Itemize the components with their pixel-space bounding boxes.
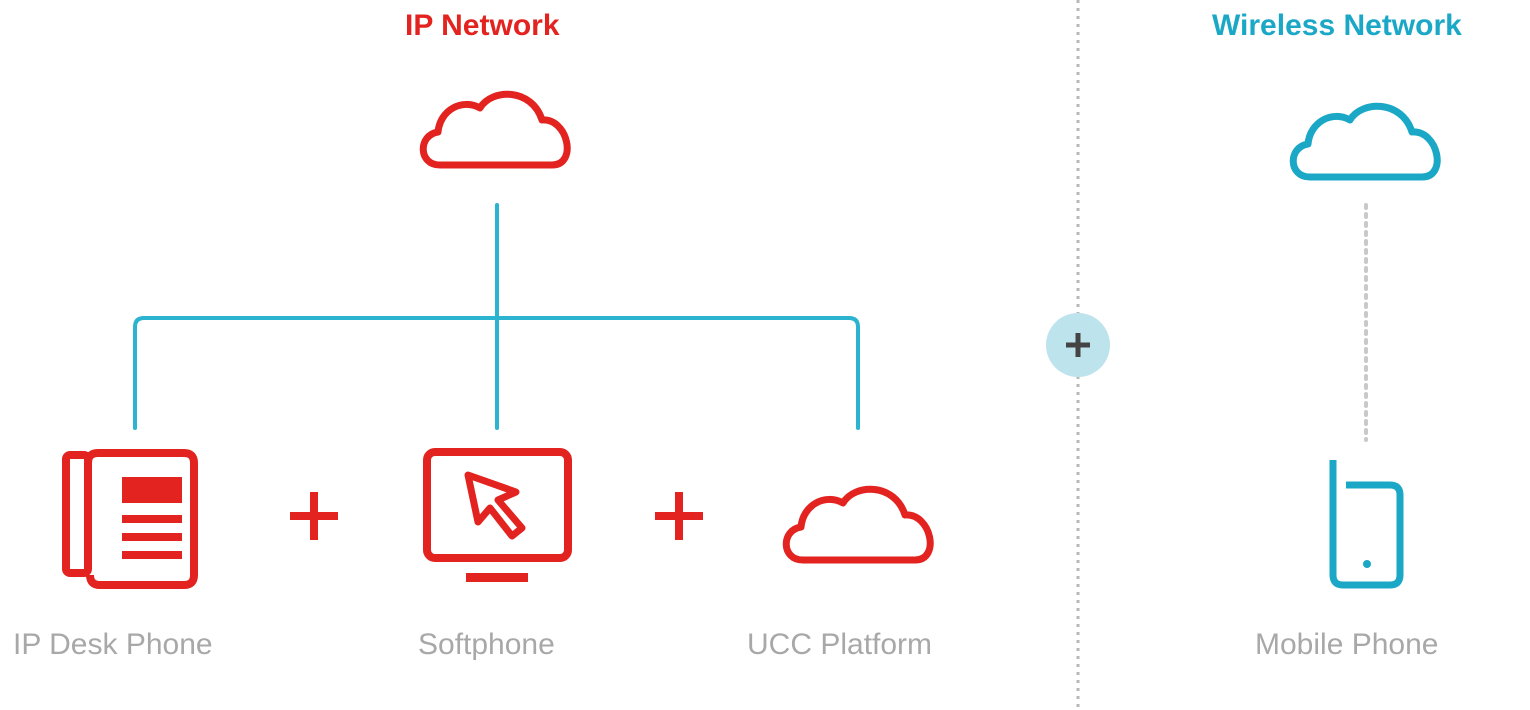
desk-phone-icon — [62, 449, 198, 589]
plus-icon — [290, 492, 338, 540]
ucc-platform-label: UCC Platform — [747, 628, 933, 661]
mobile-phone-label: Mobile Phone — [1255, 628, 1439, 661]
wireless-network-title: Wireless Network — [1212, 9, 1462, 42]
softphone-label: Softphone — [418, 628, 555, 661]
ip-network-cloud-icon — [419, 90, 571, 169]
ip-network-connector-lines — [133, 203, 860, 430]
plus-icon — [655, 492, 703, 540]
wireless-cloud-icon — [1289, 102, 1441, 181]
ip-desk-phone-label: IP Desk Phone — [13, 628, 213, 661]
monitor-cursor-icon — [423, 448, 572, 582]
plus-badge — [1046, 313, 1110, 377]
mobile-phone-icon — [1329, 460, 1404, 589]
ucc-cloud-icon — [782, 485, 934, 564]
ip-network-title: IP Network — [405, 9, 560, 42]
